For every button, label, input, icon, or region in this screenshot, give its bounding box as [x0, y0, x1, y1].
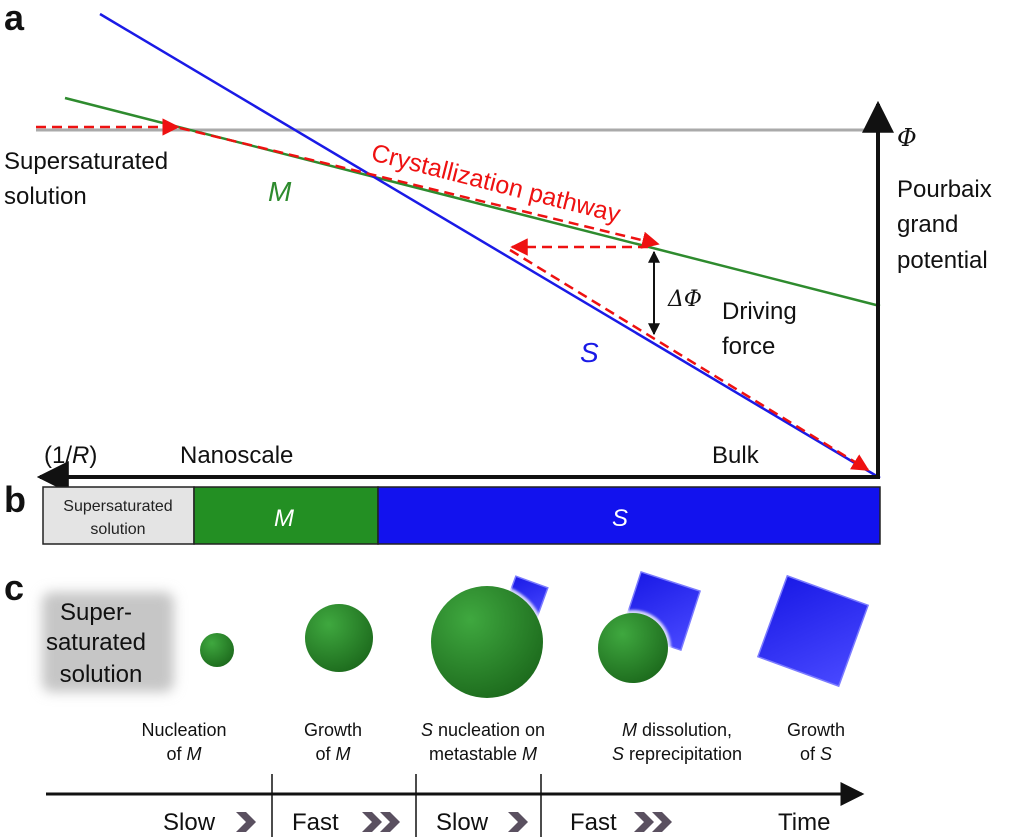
step-1-line1: Nucleation [141, 720, 226, 740]
timeline-fast-2: Fast [570, 809, 617, 836]
step-captions: Nucleation of M Growth of M S nucleation… [141, 720, 845, 764]
c-supersat-line1: Super- [60, 599, 132, 626]
fast-chevron-1-icon [362, 812, 400, 832]
m-nucleus-particle [200, 633, 234, 667]
x-axis-label: (1/R) [44, 442, 97, 469]
timeline-slow-1: Slow [163, 809, 216, 836]
phase-bar-supersat-line1: Supersaturated [63, 498, 172, 515]
phase-bar-s-label: S [612, 505, 628, 532]
panel-b-letter: b [4, 479, 26, 520]
phase-bar-s [377, 486, 881, 545]
x-axis-label-close: ) [89, 442, 97, 469]
phase-bar-m [193, 486, 379, 545]
panel-c-letter: c [4, 567, 24, 608]
delta-phi-label: ΔΦ [667, 287, 702, 312]
c-supersat-line2: saturated [46, 629, 146, 656]
phi-symbol: Φ [897, 124, 917, 152]
m-dissolving-particle [598, 613, 668, 683]
m-metastable-particle [431, 586, 543, 698]
step-3-line1: S nucleation on [421, 720, 545, 740]
phase-bar-supersaturated [42, 486, 195, 545]
step-4-line2: S reprecipitation [612, 744, 742, 764]
s-line [99, 12, 881, 480]
m-dissolution-s-growth [595, 570, 702, 686]
step-5-line2: of S [800, 744, 832, 764]
step-5-line1: Growth [787, 720, 845, 740]
pourbaix-line2: grand [897, 211, 958, 238]
m-grown-particle [305, 604, 373, 672]
fast-chevron-2-icon [634, 812, 672, 832]
crystallization-pathway [36, 118, 870, 472]
slow-chevron-2-icon [508, 812, 528, 832]
s-nucleus-on-m [428, 575, 549, 701]
step-2-line2: of M [315, 744, 350, 764]
c-supersat-line3: solution [60, 661, 143, 688]
timeline-fast-1: Fast [292, 809, 339, 836]
supersaturated-label-line1: Supersaturated [4, 148, 168, 175]
time-axis-label: Time [778, 809, 830, 836]
step-1-line2: of M [166, 744, 201, 764]
s-line-label: S [580, 337, 599, 368]
phase-bar [42, 486, 881, 545]
driving-force-line1: Driving [722, 298, 797, 325]
step-2-line1: Growth [304, 720, 362, 740]
x-axis-label-r: R [72, 442, 89, 469]
supersaturated-label-line2: solution [4, 183, 87, 210]
driving-force-line2: force [722, 333, 775, 360]
pourbaix-line3: potential [897, 247, 988, 274]
phase-bar-supersat-line2: solution [90, 521, 145, 538]
supersaturated-solution-box [42, 592, 174, 692]
step-4-line1: M dissolution, [622, 720, 732, 740]
x-axis-label-open: (1/ [44, 442, 72, 469]
m-line-label: M [268, 176, 292, 207]
panel-a-letter: a [4, 0, 25, 38]
bulk-label: Bulk [712, 442, 760, 469]
phase-bar-m-label: M [274, 505, 294, 532]
step-3-line2: metastable M [429, 744, 537, 764]
timeline-slow-2: Slow [436, 809, 489, 836]
nanoscale-label: Nanoscale [180, 442, 293, 469]
pourbaix-line1: Pourbaix [897, 176, 992, 203]
slow-chevron-1-icon [236, 812, 256, 832]
s-large-crystal [756, 574, 870, 688]
